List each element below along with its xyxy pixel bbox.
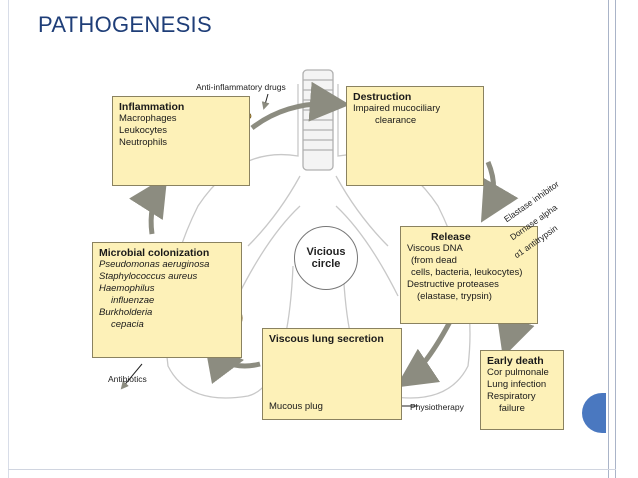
release-title: Release: [431, 231, 471, 243]
microbial-item: cepacia: [111, 319, 144, 330]
viscous-secretion-title: Viscous lung secretion: [269, 333, 384, 345]
pathogenesis-diagram: Inflammation Macrophages Leukocytes Neut…: [88, 66, 568, 438]
destruction-box: Destruction Impaired mucociliary clearan…: [346, 86, 484, 186]
release-item: (from dead: [411, 255, 457, 266]
inflammation-item: Leukocytes: [119, 125, 168, 136]
microbial-item: influenzae: [111, 295, 155, 306]
release-item: Viscous DNA: [407, 243, 463, 254]
destruction-title: Destruction: [353, 91, 412, 103]
viscous-secretion-box: Viscous lung secretion Mucous plug: [262, 328, 402, 420]
frame-bottom-border: [8, 469, 616, 470]
vicious-circle-line2: circle: [311, 258, 341, 270]
release-box: Release Viscous DNA (from dead cells, ba…: [400, 226, 538, 324]
microbial-item: Staphylococcus aureus: [99, 271, 198, 282]
microbial-item: Haemophilus: [99, 283, 155, 294]
physiotherapy-label: Physiotherapy: [410, 402, 464, 412]
inflammation-item: Neutrophils: [119, 137, 168, 148]
early-death-item: Lung infection: [487, 379, 547, 390]
microbial-item: Pseudomonas aeruginosa: [99, 259, 210, 270]
antibiotics-label: Antibiotics: [108, 374, 147, 384]
vicious-circle: Vicious circle: [294, 226, 358, 290]
inflammation-item: Macrophages: [119, 113, 177, 124]
trachea: [302, 69, 334, 171]
frame-right-border: [608, 0, 616, 478]
release-item: Destructive proteases: [407, 279, 499, 290]
early-death-box: Early death Cor pulmonale Lung infection…: [480, 350, 564, 430]
early-death-title: Early death: [487, 355, 544, 367]
early-death-item: Respiratory: [487, 391, 536, 402]
inflammation-box: Inflammation Macrophages Leukocytes Neut…: [112, 96, 250, 186]
release-item: (elastase, trypsin): [417, 291, 492, 302]
vicious-circle-line1: Vicious: [306, 246, 346, 258]
viscous-secretion-item: Mucous plug: [269, 401, 323, 412]
slide-title: PATHOGENESIS: [38, 12, 212, 37]
microbial-item: Burkholderia: [99, 307, 153, 318]
destruction-item: Impaired mucociliary: [353, 103, 441, 114]
early-death-item: failure: [499, 403, 525, 414]
early-death-item: Cor pulmonale: [487, 367, 549, 378]
inflammation-title: Inflammation: [119, 101, 185, 113]
microbial-box: Microbial colonization Pseudomonas aerug…: [92, 242, 242, 358]
anti-inflammatory-label: Anti-inflammatory drugs: [196, 82, 286, 92]
microbial-title: Microbial colonization: [99, 247, 210, 259]
release-item: cells, bacteria, leukocytes): [411, 267, 523, 278]
slide-tab-marker: [582, 393, 606, 433]
destruction-item: clearance: [375, 115, 417, 126]
frame-left-border: [8, 0, 9, 478]
